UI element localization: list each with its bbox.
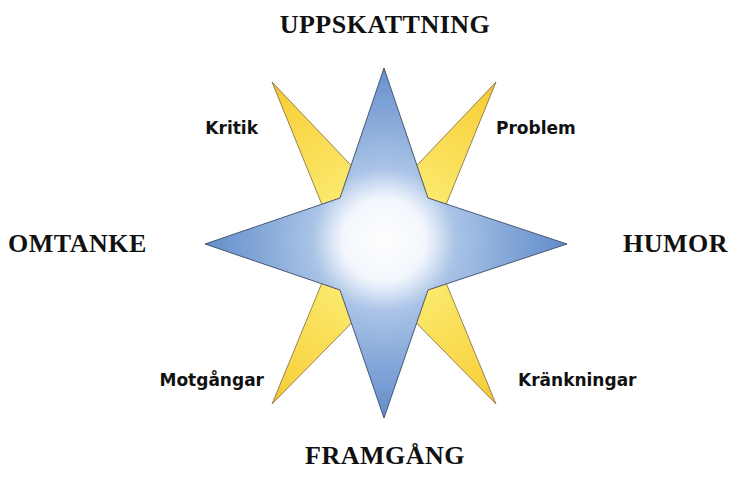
corner-label: Kritik xyxy=(205,118,258,138)
label-anchor: UPPSKATTNING xyxy=(280,10,491,40)
corner-label: Problem xyxy=(496,118,576,138)
direction-label: FRAMGÅNG xyxy=(305,441,465,470)
direction-label: UPPSKATTNING xyxy=(280,10,491,39)
label-anchor: FRAMGÅNG xyxy=(305,441,465,471)
label-anchor: Problem xyxy=(496,118,576,138)
label-anchor: HUMOR xyxy=(623,229,728,259)
label-anchor: OMTANKE xyxy=(8,229,147,259)
label-anchor: Kränkningar xyxy=(518,370,637,390)
direction-label: OMTANKE xyxy=(8,229,147,258)
corner-label: Motgångar xyxy=(160,370,265,390)
direction-label: HUMOR xyxy=(623,229,728,258)
label-anchor: Motgångar xyxy=(160,370,265,390)
corner-label: Kränkningar xyxy=(518,370,637,390)
label-anchor: Kritik xyxy=(205,118,258,138)
